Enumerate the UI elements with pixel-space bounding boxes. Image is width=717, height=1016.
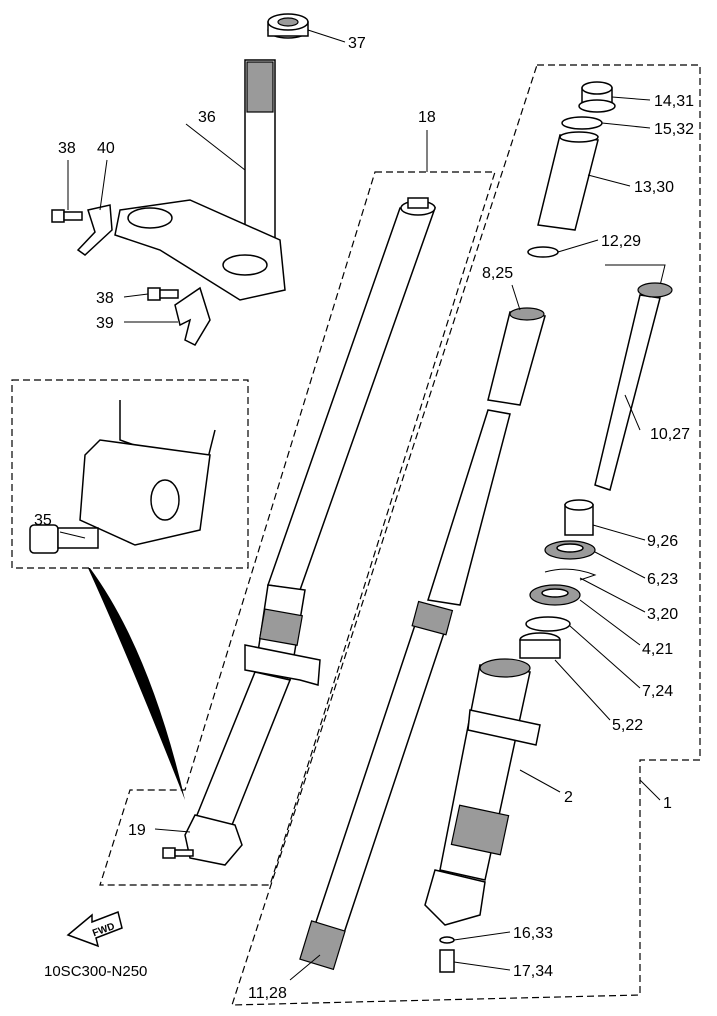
- part-16-washer: [439, 936, 455, 944]
- part-3-clip: [544, 568, 597, 581]
- fwd-arrow-icon: FWD: [66, 910, 123, 948]
- callout-1: 1: [663, 795, 672, 812]
- callout-12-29: 12,29: [601, 233, 641, 250]
- callout-19: 19: [128, 822, 146, 839]
- part-15-o-ring: [561, 116, 603, 130]
- part-11-inner-tube: [299, 409, 511, 971]
- callout-10-27: 10,27: [650, 426, 690, 443]
- part-40-bracket: [76, 204, 113, 256]
- callout-14-31: 14,31: [654, 93, 694, 110]
- callout-38-lower: 38: [96, 290, 114, 307]
- part-2-outer-tube: [424, 658, 541, 926]
- part-8-collar: [487, 307, 546, 406]
- callout-15-32: 15,32: [654, 121, 694, 138]
- part-36-steering-stem: [114, 59, 286, 301]
- part-13-spacer: [537, 131, 599, 231]
- part-38-bolt-upper: [51, 209, 83, 223]
- callout-8-25: 8,25: [482, 265, 513, 282]
- callout-13-30: 13,30: [634, 179, 674, 196]
- part-37-oil-seal: [267, 13, 309, 39]
- part-14-cap-bolt: [578, 81, 616, 113]
- part-6-dust-seal: [544, 540, 596, 560]
- detail-pointer: [88, 568, 185, 800]
- callout-9-26: 9,26: [647, 533, 678, 550]
- callout-39: 39: [96, 315, 114, 332]
- callout-36: 36: [198, 109, 216, 126]
- part-5-bushing: [519, 632, 561, 659]
- callout-4-21: 4,21: [642, 641, 673, 658]
- callout-3-20: 3,20: [647, 606, 678, 623]
- callout-38: 38: [58, 140, 76, 157]
- part-12-washer: [527, 246, 559, 258]
- part-18-fork-assembly: [162, 197, 437, 866]
- part-35-detail: [29, 400, 216, 554]
- callout-16-33: 16,33: [513, 925, 553, 942]
- part-9-bushing: [564, 499, 594, 536]
- part-4-oil-seal: [529, 584, 581, 606]
- part-38-bolt-lower: [147, 287, 179, 301]
- callout-7-24: 7,24: [642, 683, 673, 700]
- part-10-damper-rod: [594, 282, 673, 491]
- group-1-boundary: [231, 64, 701, 1006]
- callout-35: 35: [34, 512, 52, 529]
- callout-2: 2: [564, 789, 573, 806]
- callout-6-23: 6,23: [647, 571, 678, 588]
- detail-inset-boundary: [11, 379, 249, 569]
- callout-37: 37: [348, 35, 366, 52]
- callout-5-22: 5,22: [612, 717, 643, 734]
- part-39-bracket: [174, 286, 211, 346]
- callout-18: 18: [418, 109, 436, 126]
- callout-11-28: 11,28: [248, 985, 287, 1002]
- callout-40: 40: [97, 140, 115, 157]
- callout-17-34: 17,34: [513, 963, 553, 980]
- part-17-bolt: [439, 949, 455, 973]
- diagram-code: 10SC300-N250: [44, 963, 147, 980]
- group-18-boundary: [99, 171, 496, 886]
- part-7-washer: [525, 616, 571, 632]
